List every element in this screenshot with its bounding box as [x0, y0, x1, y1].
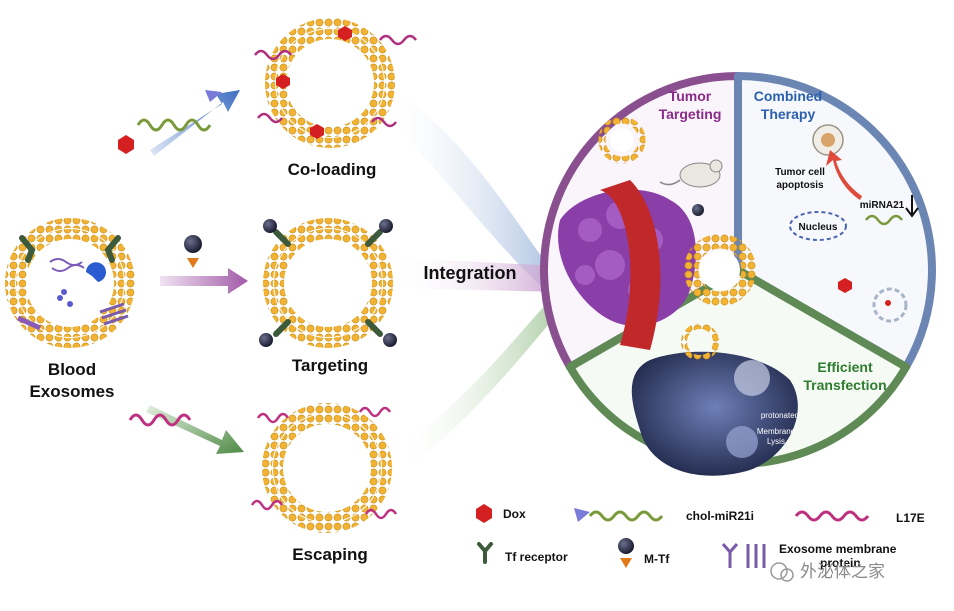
label-tumor-1: Tumor	[669, 88, 712, 104]
legend-chol-icon	[588, 510, 664, 522]
chol-mir21i-icon-top	[136, 118, 212, 132]
label-combined-1: Combined	[754, 88, 822, 104]
arrow-to-targeting	[160, 268, 248, 294]
arrow-to-escaping	[146, 405, 244, 454]
legend-exo-label-2: protein	[820, 556, 861, 570]
small-exosome-tumor	[598, 116, 646, 164]
label-efficient-1: Efficient	[817, 359, 873, 375]
legend-exo-protein-icon	[721, 543, 766, 568]
mtf-icon-mid	[184, 235, 202, 268]
label-apoptosis-2: apoptosis	[776, 180, 824, 191]
label-protonated: protonated	[761, 411, 799, 420]
legend-tf-receptor-icon	[477, 542, 493, 564]
legend: Dox chol-miR21i L17E Tf receptor M-Tf Ex…	[476, 504, 925, 570]
mirna-down-arrow	[905, 195, 919, 218]
label-integration: Integration	[424, 263, 517, 283]
label-combined-2: Therapy	[761, 106, 816, 122]
label-nucleus: Nucleus	[799, 222, 838, 233]
legend-l17e-icon	[794, 510, 870, 522]
label-membrane-1: Membrane	[757, 427, 796, 436]
watermark-text: 外泌体之家	[800, 562, 885, 582]
tumor-cell-icon	[812, 124, 844, 156]
label-exosomes: Exosomes	[29, 382, 114, 401]
target-cell	[631, 323, 798, 476]
legend-mtf-label: M-Tf	[644, 552, 670, 566]
targeting-exosome	[259, 218, 397, 348]
fan-targeting	[395, 258, 560, 292]
legend-dox-label: Dox	[503, 507, 526, 521]
released-cargo-icon	[872, 287, 908, 323]
mirna-strand-icon	[865, 214, 903, 226]
l17e-icon-bottom	[128, 413, 192, 427]
legend-l17e-label: L17E	[896, 511, 925, 525]
dox-icon-top	[118, 135, 134, 154]
dox-icon-wheel	[838, 278, 852, 293]
label-membrane-2: Lysis	[767, 437, 785, 446]
label-mirna: miRNA21	[860, 200, 905, 211]
fan-co-loading	[380, 88, 555, 290]
nucleus-icon	[789, 211, 847, 241]
label-co-loading: Co-loading	[288, 160, 377, 179]
chol-head-icon-top	[205, 90, 222, 102]
legend-dox-icon	[476, 504, 492, 523]
legend-mtf-icon	[618, 538, 634, 554]
label-blood: Blood	[48, 360, 96, 379]
legend-tf-receptor-label: Tf receptor	[505, 550, 568, 564]
center-exosome	[684, 204, 756, 306]
label-escaping: Escaping	[292, 545, 368, 564]
legend-exo-label-1: Exosome membrane	[779, 542, 897, 556]
label-tumor-2: Targeting	[659, 106, 722, 122]
legend-chol-head-icon	[574, 508, 590, 522]
fan-escaping	[395, 295, 560, 470]
label-efficient-2: Transfection	[803, 377, 886, 393]
label-apoptosis-1: Tumor cell	[775, 167, 825, 178]
mouse-icon	[659, 159, 723, 188]
escaping-exosome	[250, 403, 398, 533]
therapy-wheel	[540, 72, 936, 476]
apoptosis-arrow	[826, 150, 862, 200]
co-loading-exosome	[254, 18, 417, 148]
legend-mtf-base-icon	[620, 558, 632, 568]
label-targeting: Targeting	[292, 356, 368, 375]
tumor-tissue	[558, 180, 696, 350]
legend-chol-label: chol-miR21i	[686, 509, 754, 523]
blood-exosome	[5, 218, 135, 348]
watermark: 外泌体之家	[770, 562, 885, 582]
